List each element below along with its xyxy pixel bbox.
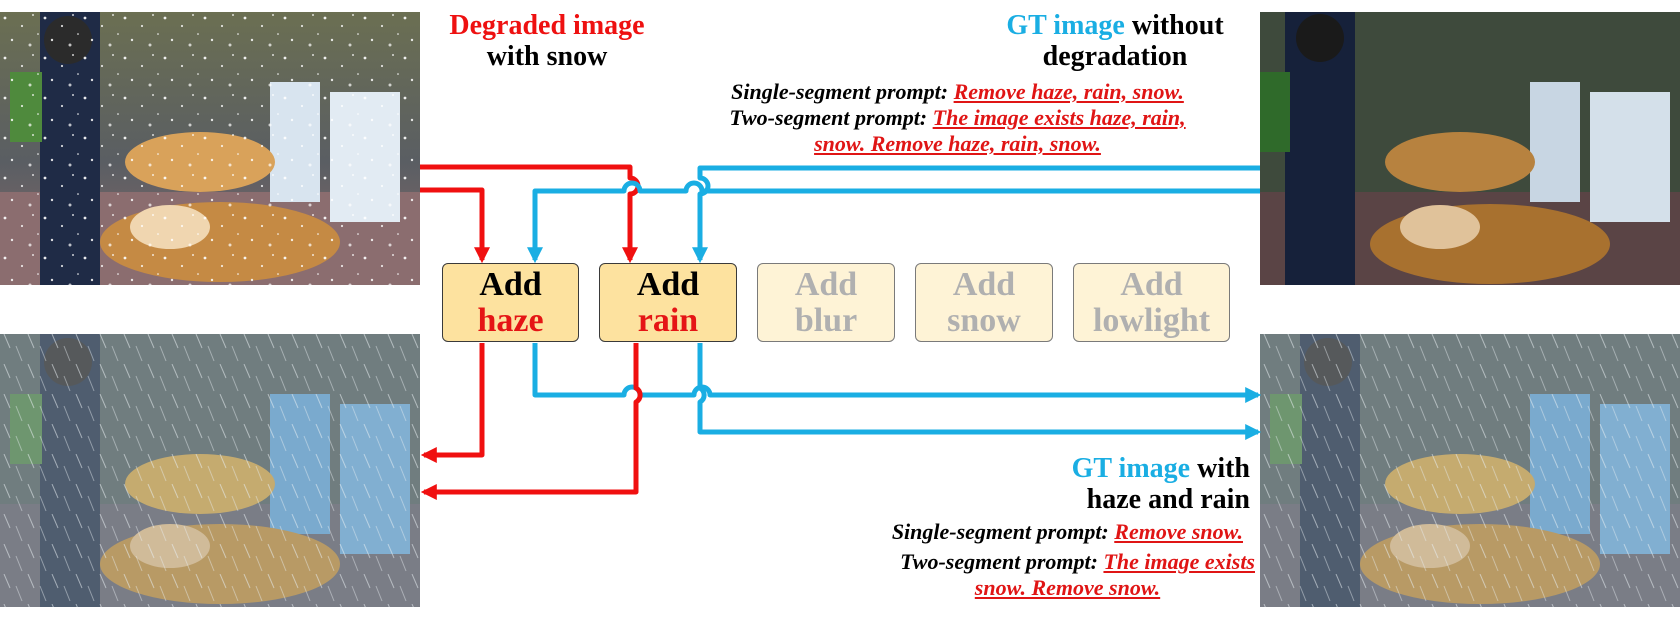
- gt-label-rest: without: [1131, 10, 1224, 41]
- op-word: Add: [952, 265, 1016, 303]
- gt-haze-rain-line2: haze and rain: [1086, 484, 1250, 515]
- op-add-snow: Add snow: [915, 263, 1053, 342]
- prompt-label: Two-segment prompt:: [900, 549, 1098, 574]
- op-add-rain: Add rain: [599, 263, 737, 342]
- gt-clean-image: [1260, 12, 1680, 285]
- prompt-label: Single-segment prompt:: [731, 79, 949, 104]
- gt-label-rest: with: [1197, 453, 1250, 484]
- prompt-label: Two-segment prompt:: [729, 105, 928, 130]
- op-word: Add: [479, 265, 542, 303]
- gt-clean-label-line2: degradation: [1042, 41, 1188, 72]
- red-arrow-to-haze: [420, 187, 491, 264]
- top-two-prompt-cont: snow. Remove haze, rain, snow.: [660, 131, 1255, 157]
- prompt-value: The image exists: [1103, 549, 1255, 574]
- top-prompts: Single-segment prompt: Remove haze, rain…: [660, 79, 1255, 157]
- top-single-prompt: Single-segment prompt: Remove haze, rain…: [660, 79, 1255, 105]
- red-arrow-out-haze: [420, 343, 485, 464]
- output-haze-rain-image-left: [0, 334, 420, 607]
- red-arrow-out-rain: [420, 343, 643, 501]
- degraded-label-line1: Degraded image: [449, 10, 645, 41]
- degraded-snow-image: [0, 12, 420, 285]
- op-add-haze: Add haze: [442, 263, 579, 342]
- prompt-value: snow. Remove snow.: [974, 575, 1161, 600]
- top-two-prompt: Two-segment prompt: The image exists haz…: [660, 105, 1255, 131]
- prompt-value: Remove snow.: [1114, 519, 1243, 544]
- prompt-value: Remove haze, rain, snow.: [953, 79, 1184, 104]
- bottom-single-prompt: Single-segment prompt: Remove snow.: [780, 519, 1255, 545]
- prompt-value: snow. Remove haze, rain, snow.: [814, 131, 1101, 156]
- op-target: rain: [637, 301, 699, 339]
- prompt-value: The image exists haze, rain,: [932, 105, 1186, 130]
- red-arrow-to-rain: [420, 164, 641, 264]
- op-add-lowlight: Add lowlight: [1073, 263, 1230, 342]
- degraded-label-line2: with snow: [486, 41, 608, 72]
- gt-label-term: GT image: [1006, 10, 1125, 41]
- blue-arrow-out-rain: [697, 343, 1262, 441]
- prompt-label: Single-segment prompt:: [891, 519, 1109, 544]
- op-target: blur: [794, 301, 858, 339]
- op-add-blur: Add blur: [757, 263, 895, 342]
- blue-arrow-out-haze: [532, 343, 1262, 404]
- op-word: Add: [636, 265, 700, 303]
- gt-label-term: GT image: [1071, 453, 1191, 484]
- bottom-two-prompt: Two-segment prompt: The image exists: [780, 549, 1255, 575]
- blue-arrow-to-rain: [691, 165, 1260, 264]
- op-word: Add: [794, 265, 858, 303]
- bottom-prompts: Single-segment prompt: Remove snow. Two-…: [780, 519, 1255, 601]
- op-word: Add: [1120, 265, 1183, 303]
- blue-arrow-to-haze: [526, 180, 1260, 264]
- output-haze-rain-image-right: [1260, 334, 1680, 607]
- gt-clean-label-line1: GT image without: [980, 10, 1250, 41]
- gt-haze-rain-line1: GT image with: [1000, 453, 1250, 484]
- gt-clean-label: GT image without degradation: [980, 10, 1250, 72]
- op-target: snow: [947, 301, 1021, 339]
- op-target: haze: [477, 301, 544, 339]
- op-target: lowlight: [1092, 301, 1211, 339]
- degraded-image-label: Degraded image with snow: [432, 10, 662, 72]
- gt-haze-rain-label: GT image with haze and rain: [1000, 453, 1250, 515]
- bottom-two-prompt-cont: snow. Remove snow.: [780, 575, 1255, 601]
